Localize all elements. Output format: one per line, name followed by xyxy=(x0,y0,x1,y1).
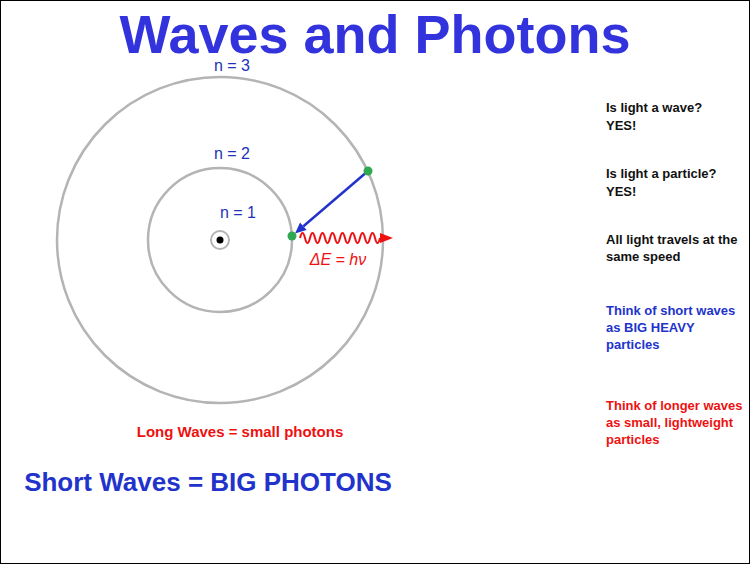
electron-jump-arrow xyxy=(303,171,368,226)
electron-dot xyxy=(288,232,297,241)
orbit-label: n = 1 xyxy=(220,203,256,224)
side-note: Think of longer waves as small, lightwei… xyxy=(606,398,744,449)
question-text: Is light a wave? xyxy=(606,100,702,117)
answer-text: YES! xyxy=(606,184,636,201)
side-note: Think of short waves as BIG HEAVY partic… xyxy=(606,303,744,354)
photon-arrow-head xyxy=(380,233,393,243)
photon-wave xyxy=(300,233,380,243)
orbit-n3 xyxy=(57,77,383,403)
arrow-head xyxy=(295,222,307,233)
caption-note: Long Waves = small photons xyxy=(137,422,344,442)
electron-dot xyxy=(364,167,373,176)
headline-note: Short Waves = BIG PHOTONS xyxy=(24,466,392,500)
orbit-n2 xyxy=(148,168,292,312)
nucleus-dot xyxy=(217,237,224,244)
energy-formula: ΔE = hν xyxy=(310,250,367,271)
question-text: Is light a particle? xyxy=(606,166,717,183)
orbit-n1 xyxy=(211,231,229,249)
answer-text: YES! xyxy=(606,118,636,135)
page-title: Waves and Photons xyxy=(119,7,630,61)
orbit-label: n = 2 xyxy=(214,144,250,165)
side-note: All light travels at the same speed xyxy=(606,232,744,266)
orbit-label: n = 3 xyxy=(214,56,250,77)
